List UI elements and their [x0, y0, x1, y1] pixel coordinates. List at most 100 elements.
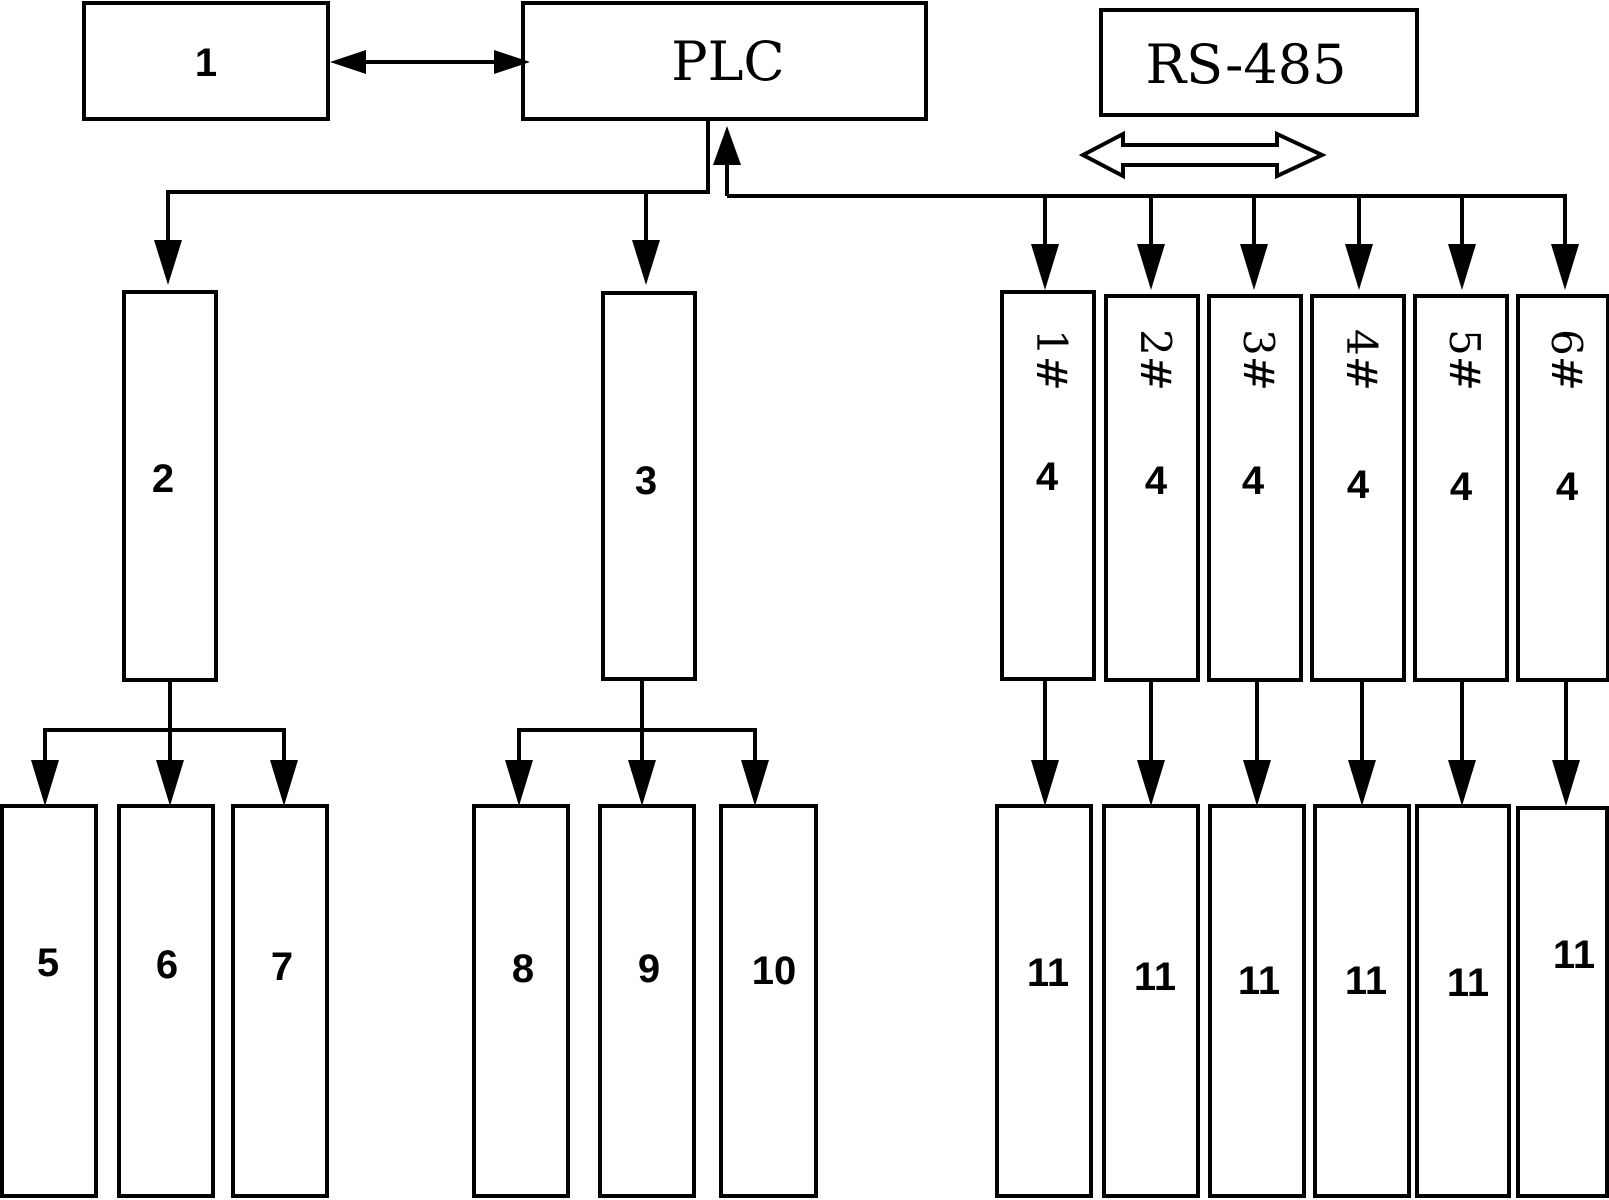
- arrow-to-11-3: [1243, 760, 1271, 806]
- output-11-5: 11: [1415, 804, 1511, 1198]
- block-8-label: 8: [512, 947, 534, 991]
- block-2: 2: [122, 290, 218, 682]
- feedback-bus: [713, 126, 1579, 290]
- arrow-to-2: [154, 240, 182, 285]
- block-6: 6: [117, 804, 215, 1198]
- output-11-3-box: [1208, 804, 1306, 1198]
- unit-3-label: 4: [1242, 459, 1265, 503]
- unit-2: 2# 4: [1104, 294, 1200, 682]
- wire-2-branch: [43, 728, 286, 768]
- wiring-3-outputs: [505, 679, 769, 806]
- unit-1-box: [1000, 290, 1096, 681]
- unit-4-box: [1310, 294, 1406, 682]
- arrow-to-11-2: [1137, 760, 1165, 806]
- output-11-4-label: 11: [1345, 959, 1387, 1003]
- output-11-2-box: [1102, 804, 1200, 1198]
- arrow-to-7: [270, 760, 298, 806]
- output-11-2: 11: [1102, 804, 1200, 1198]
- output-11-6-label: 11: [1553, 933, 1595, 977]
- output-11-2-label: 11: [1134, 955, 1176, 999]
- output-11-5-label: 11: [1447, 961, 1489, 1005]
- output-11-1-box: [995, 804, 1093, 1198]
- block-3-label: 3: [635, 459, 657, 503]
- rs485-block: RS-485: [1099, 8, 1419, 117]
- unit-5: 5# 4: [1413, 294, 1509, 682]
- unit-1-label: 4: [1036, 455, 1059, 499]
- block-9: 9: [598, 804, 696, 1198]
- rs485-bus-arrow: [1078, 130, 1327, 180]
- bus-arrow-1: [1031, 244, 1059, 290]
- wiring-2-outputs: [31, 680, 298, 806]
- block-7-label: 7: [271, 945, 293, 989]
- arrow-to-plc: [713, 126, 741, 165]
- unit-3: 3# 4: [1207, 294, 1303, 682]
- output-11-1-label: 11: [1027, 951, 1069, 995]
- block-5-box: [0, 804, 98, 1198]
- block-5-label: 5: [37, 941, 59, 985]
- unit-2-id: 2#: [1131, 329, 1180, 391]
- unit-6-id: 6#: [1542, 329, 1591, 391]
- block-1: 1: [82, 1, 330, 121]
- arrow-to-8: [505, 760, 533, 806]
- unit-2-box: [1104, 294, 1200, 682]
- block-7-box: [231, 804, 329, 1198]
- arrow-to-3: [632, 240, 660, 285]
- rs485-label: RS-485: [1146, 33, 1347, 96]
- unit-4-id: 4#: [1337, 329, 1386, 391]
- arrow-to-6: [156, 760, 184, 806]
- block-9-box: [598, 804, 696, 1198]
- bus-line: [727, 194, 1567, 248]
- unit-5-label: 4: [1450, 465, 1473, 509]
- block-5: 5: [0, 804, 98, 1198]
- block-8: 8: [472, 804, 570, 1198]
- output-11-5-box: [1415, 804, 1511, 1198]
- output-11-1: 11: [995, 804, 1093, 1198]
- unit-6-box: [1516, 294, 1609, 682]
- block-1-label: 1: [195, 41, 217, 85]
- block-2-label: 2: [152, 457, 174, 501]
- bus-arrow-6: [1551, 244, 1579, 290]
- plc-output-wiring: [154, 119, 710, 285]
- unit-2-label: 4: [1145, 459, 1168, 503]
- bus-arrow-2: [1137, 244, 1165, 290]
- plc-block: PLC: [521, 1, 928, 121]
- block-9-label: 9: [638, 947, 660, 991]
- block-6-box: [117, 804, 215, 1198]
- bus-arrow-5: [1448, 244, 1476, 290]
- plc-label: PLC: [671, 30, 785, 93]
- plc-box: [521, 1, 928, 121]
- block-8-box: [472, 804, 570, 1198]
- block-3: 3: [601, 291, 697, 681]
- wire-3-branch: [517, 728, 757, 768]
- block-7: 7: [231, 804, 329, 1198]
- link-1-plc-head-right: [494, 50, 530, 74]
- block-1-box: [82, 1, 330, 121]
- output-11-4-box: [1313, 804, 1411, 1198]
- link-1-plc-head-left: [330, 50, 366, 74]
- rs485-box: [1099, 8, 1419, 117]
- block-10-label: 10: [752, 949, 797, 993]
- unit-5-id: 5#: [1440, 329, 1489, 391]
- unit-1: 1# 4: [1000, 290, 1096, 681]
- output-11-3-label: 11: [1238, 959, 1280, 1003]
- bus-arrow-4: [1345, 244, 1373, 290]
- block-10-box: [719, 804, 818, 1198]
- arrow-to-11-4: [1348, 760, 1376, 806]
- output-11-6: 11: [1516, 806, 1609, 1198]
- wiring-units-outputs: [1031, 679, 1580, 806]
- arrow-to-11-1: [1031, 760, 1059, 806]
- block-10: 10: [719, 804, 818, 1198]
- unit-1-id: 1#: [1027, 329, 1076, 391]
- unit-3-id: 3#: [1234, 329, 1283, 391]
- arrow-to-5: [31, 760, 59, 806]
- output-11-6-box: [1516, 806, 1609, 1198]
- unit-6-label: 4: [1556, 465, 1579, 509]
- arrow-to-11-6: [1552, 760, 1580, 806]
- wire-plc-to-2: [166, 119, 710, 248]
- arrow-to-10: [741, 760, 769, 806]
- output-11-3: 11: [1208, 804, 1306, 1198]
- unit-4-label: 4: [1347, 463, 1370, 507]
- block-6-label: 6: [156, 943, 178, 987]
- arrow-to-9: [628, 760, 656, 806]
